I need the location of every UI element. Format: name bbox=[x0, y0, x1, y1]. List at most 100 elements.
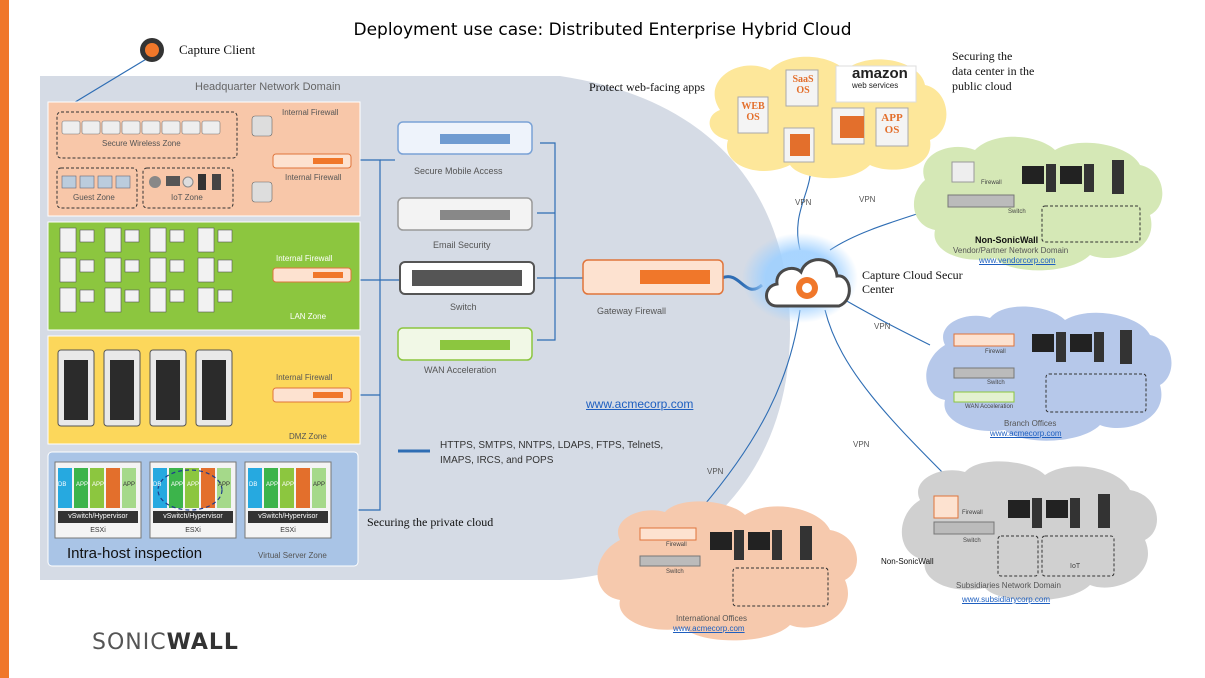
protocol-legend-line2: IMAPS, IRCS, and POPS bbox=[440, 455, 554, 466]
securing-private-cloud-label: Securing the private cloud bbox=[367, 515, 494, 529]
securing-line1: Securing the bbox=[952, 49, 1013, 63]
app-os-tile: APP OS bbox=[878, 112, 906, 136]
guest-zone-label: Guest Zone bbox=[73, 193, 115, 202]
hq-url-link[interactable]: www.acmecorp.com bbox=[586, 397, 694, 411]
vpn-label: VPN bbox=[859, 195, 876, 204]
branch-switch-label: Switch bbox=[987, 380, 1005, 386]
hq-connector-lines bbox=[61, 57, 585, 511]
esxi-label: ESXi bbox=[185, 527, 201, 534]
dmz-server-icons bbox=[57, 349, 233, 427]
vpn-label: VPN bbox=[707, 467, 724, 476]
wan-acceleration-appliance bbox=[397, 327, 533, 361]
vm-app-label: APP bbox=[123, 482, 136, 488]
gateway-firewall-appliance bbox=[582, 259, 724, 295]
international-name-label: International Offices bbox=[676, 614, 748, 623]
email-security-appliance bbox=[397, 197, 533, 231]
wireless-firewall-label: Internal Firewall bbox=[282, 108, 339, 117]
subsidiary-iot-label: IoT bbox=[1070, 563, 1081, 570]
vm-app-label: APP bbox=[266, 482, 279, 488]
wireless-ap-right bbox=[251, 115, 273, 203]
cloud-center-line1: Capture Cloud Secur bbox=[862, 268, 963, 282]
web-services-text: web services bbox=[852, 81, 899, 90]
secure-mobile-access-appliance bbox=[397, 121, 533, 155]
web-line1: WEB bbox=[741, 101, 765, 112]
saas-line1: SaaS bbox=[792, 74, 814, 85]
vendor-url-link[interactable]: www.vendorcorp.com bbox=[979, 256, 1056, 265]
logo-part2: WALL bbox=[166, 630, 239, 655]
hypervisor-label: vSwitch/Hypervisor bbox=[68, 513, 128, 520]
vm-db-label: DB bbox=[153, 482, 162, 488]
dmz-firewall bbox=[272, 387, 352, 403]
branch-wan-label: WAN Acceleration bbox=[965, 404, 1014, 410]
accent-stripe bbox=[0, 0, 9, 678]
iot-device-icons bbox=[149, 174, 221, 190]
branch-devices bbox=[953, 330, 1147, 413]
protocol-legend: HTTPS, SMTPS, NNTPS, LDAPS, FTPS, Telnet… bbox=[440, 438, 663, 468]
protocol-legend-line1: HTTPS, SMTPS, NNTPS, LDAPS, FTPS, Telnet… bbox=[440, 440, 664, 451]
subsidiary-cloud-shape bbox=[901, 461, 1157, 601]
dmz-zone-label: DMZ Zone bbox=[289, 432, 327, 441]
vm-blocks bbox=[58, 468, 328, 523]
vendor-non-sonicwall-label: Non-SonicWall bbox=[975, 235, 1039, 245]
subsidiary-devices bbox=[933, 494, 1115, 577]
hypervisor-label: vSwitch/Hypervisor bbox=[258, 513, 318, 520]
subsidiary-domain-label: Subsidiaries Network Domain bbox=[956, 581, 1061, 590]
international-url-link[interactable]: www.acmecorp.com bbox=[673, 624, 745, 633]
branch-firewall-label: Firewall bbox=[985, 349, 1006, 355]
vm-app-label: APP bbox=[171, 482, 184, 488]
lan-computer-icons bbox=[59, 227, 233, 313]
secure-mobile-access-label: Secure Mobile Access bbox=[414, 166, 503, 176]
subsidiary-firewall-label: Firewall bbox=[962, 510, 983, 516]
vm-app-label: APP bbox=[76, 482, 89, 488]
international-switch-label: Switch bbox=[666, 569, 684, 575]
wireless-ap-icons bbox=[61, 120, 221, 135]
web-os-tile: WEB OS bbox=[740, 101, 766, 123]
vpn-label: VPN bbox=[874, 322, 891, 331]
lan-firewall bbox=[272, 267, 352, 283]
vendor-firewall-label: Firewall bbox=[981, 180, 1002, 186]
amazon-web-services-logo: amazon web services bbox=[852, 66, 916, 92]
saas-line2: OS bbox=[796, 85, 810, 96]
subsidiary-switch-label: Switch bbox=[963, 538, 981, 544]
switch-appliance bbox=[399, 261, 535, 295]
cloud-center-line2: Center bbox=[862, 282, 894, 296]
lan-firewall-label: Internal Firewall bbox=[276, 254, 333, 263]
logo-part1: SONIC bbox=[92, 630, 167, 655]
intra-host-inspection-label: Intra-host inspection bbox=[67, 545, 203, 562]
switch-label: Switch bbox=[450, 302, 477, 312]
vpn-label: VPN bbox=[853, 440, 870, 449]
vm-app-label: APP bbox=[187, 482, 200, 488]
secure-wireless-zone-label: Secure Wireless Zone bbox=[102, 139, 181, 148]
hq-domain-label: Headquarter Network Domain bbox=[195, 81, 341, 93]
vendor-cloud-shape bbox=[913, 136, 1163, 271]
vendor-devices bbox=[947, 160, 1141, 243]
international-devices bbox=[639, 526, 829, 607]
vm-db-label: DB bbox=[58, 482, 67, 488]
esxi-label: ESXi bbox=[90, 527, 106, 534]
capture-client-label: Capture Client bbox=[179, 42, 256, 57]
iot-zone-label: IoT Zone bbox=[171, 193, 203, 202]
web-line2: OS bbox=[746, 112, 760, 123]
sonicwall-logo: SONICWALL bbox=[92, 630, 239, 655]
app-line2: OS bbox=[884, 124, 900, 136]
vpn-label: VPN bbox=[795, 198, 812, 207]
hypervisor-label: vSwitch/Hypervisor bbox=[163, 513, 223, 520]
wan-acceleration-label: WAN Acceleration bbox=[424, 365, 497, 375]
branch-url-link[interactable]: www.acmecorp.com bbox=[990, 429, 1062, 438]
vendor-switch-label: Switch bbox=[1008, 209, 1026, 215]
capture-cloud-icon bbox=[765, 258, 851, 308]
saas-os-tile: SaaS OS bbox=[790, 74, 816, 96]
subsidiary-url-link[interactable]: www.subsidiarycorp.com bbox=[962, 595, 1051, 604]
gateway-firewall-label: Gateway Firewall bbox=[597, 306, 667, 316]
wireless-internal-firewall-label: Internal Firewall bbox=[285, 173, 342, 182]
slide-title: Deployment use case: Distributed Enterpr… bbox=[353, 20, 852, 40]
branch-name-label: Branch Offices bbox=[1004, 419, 1057, 428]
vm-app-label: APP bbox=[282, 482, 295, 488]
virtual-server-zone-label: Virtual Server Zone bbox=[258, 551, 327, 560]
vm-app-label: APP bbox=[92, 482, 105, 488]
vendor-domain-label: Vendor/Partner Network Domain bbox=[953, 246, 1069, 255]
email-security-label: Email Security bbox=[433, 240, 491, 250]
vm-app-label: APP bbox=[313, 482, 326, 488]
guest-icons bbox=[61, 175, 131, 189]
